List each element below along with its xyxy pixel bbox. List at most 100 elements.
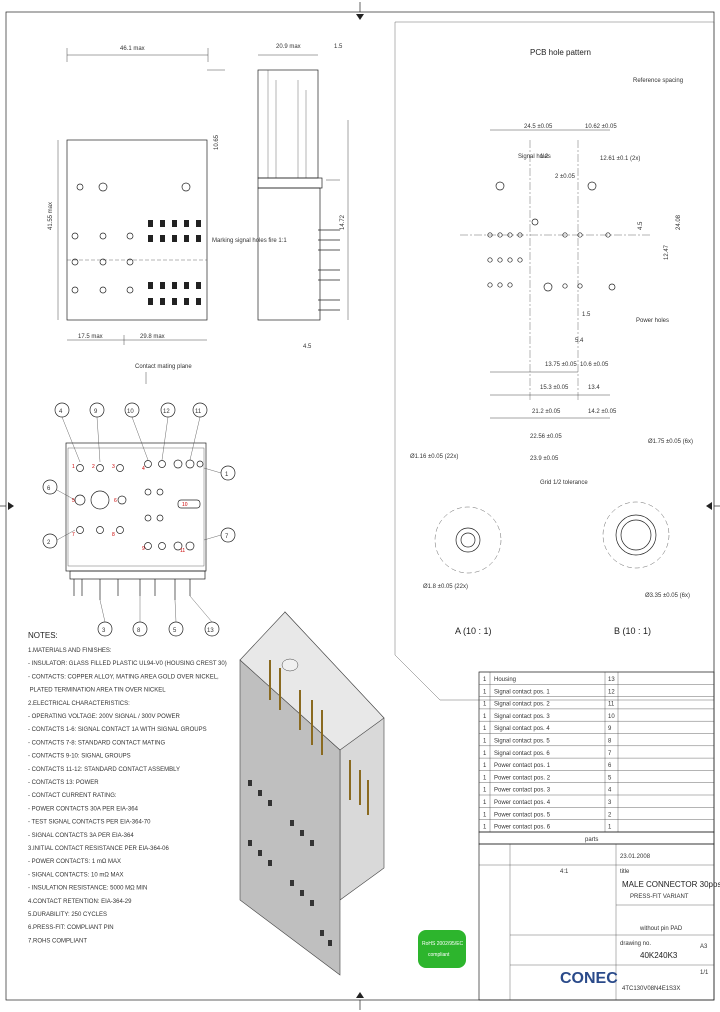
dim-1-5: 1.5 [334, 44, 343, 50]
note-line: 7.ROHS COMPLIANT [28, 938, 87, 944]
dim-14-72: 14.72 [340, 214, 346, 230]
note-line: - CONTACT CURRENT RATING: [28, 793, 117, 799]
parts-desc: Power contact pos. 4 [494, 800, 551, 806]
dim-22-56: 22.56 ±0.05 [530, 434, 562, 440]
parts-desc: Signal contact pos. 1 [494, 689, 550, 695]
dim-10-6: 10.6 ±0.05 [580, 362, 609, 368]
svg-text:5: 5 [72, 498, 75, 504]
parts-desc: Housing [494, 677, 516, 683]
svg-text:1: 1 [72, 464, 75, 470]
drill-a1: Ø1.16 ±0.05 (22x) [410, 454, 458, 460]
dim-1-5b: 1.5 [582, 312, 591, 318]
parts-pos: 3 [608, 800, 612, 806]
subtitle-2: without pin PAD [639, 926, 683, 932]
parts-desc: Signal contact pos. 2 [494, 702, 550, 708]
parts-qty: 1 [483, 689, 487, 695]
callout-11: 11 [189, 402, 208, 461]
parts-qty: 1 [483, 763, 487, 769]
parts-qty: 1 [483, 800, 487, 806]
svg-text:3: 3 [102, 628, 106, 634]
callout-3: 3 [97, 599, 113, 637]
note-line: 5.DURABILITY: 250 CYCLES [28, 912, 107, 918]
svg-text:11: 11 [180, 548, 185, 554]
svg-text:2: 2 [92, 464, 95, 470]
view-b-label: B (10 : 1) [614, 626, 651, 636]
note-line: - TEST SIGNAL CONTACTS PER EIA-364-70 [28, 820, 151, 826]
iso-view [239, 611, 385, 976]
svg-text:7: 7 [72, 532, 75, 538]
dim-1-2: 1.2 [540, 154, 549, 160]
parts-desc: Power contact pos. 2 [494, 775, 551, 781]
front-holes-top [76, 182, 191, 192]
detail-view-b: Ø1.75 ±0.05 (6x) Ø3.35 ±0.05 (6x) B (10 … [602, 439, 693, 636]
pcb-pattern-title: PCB hole pattern [530, 48, 591, 57]
signal-holes-label: Signal holes [518, 154, 551, 160]
callout-10: 10 [124, 402, 149, 461]
marking-note: Marking signal holes fire 1:1 [212, 238, 287, 244]
title: MALE CONNECTOR 30pos. [622, 880, 720, 889]
note-line: - CONTACTS 1-6: SIGNAL CONTACT 1A WITH S… [28, 727, 207, 733]
callout-12: 12 [160, 402, 176, 461]
arrow-top [356, 14, 364, 20]
drill-b2: Ø3.35 ±0.05 (6x) [645, 593, 690, 599]
svg-text:1: 1 [225, 472, 229, 478]
dim-2: 2 ±0.05 [555, 174, 576, 180]
parts-pos: 10 [608, 714, 615, 720]
scale: 4:1 [560, 869, 569, 875]
note-line: - POWER CONTACTS 30A PER EIA-364 [28, 806, 139, 812]
dim-41-55: 41.55 max [48, 202, 54, 230]
callout-7: 7 [203, 527, 236, 543]
arrow-bottom [356, 992, 364, 998]
svg-text:9: 9 [94, 409, 98, 415]
title-block: 23.01.2008 title MALE CONNECTOR 30pos. P… [478, 843, 720, 1001]
dim-24-08: 24.08 [676, 214, 682, 230]
svg-text:4: 4 [142, 466, 145, 472]
dim-4-5: 4.5 [303, 344, 312, 350]
parts-header: parts [585, 837, 598, 843]
svg-text:10: 10 [127, 409, 134, 415]
dim-10-62: 10.62 ±0.05 [585, 124, 617, 130]
company-logo: CONEC [560, 970, 618, 987]
dim-21-2: 21.2 ±0.05 [532, 409, 561, 415]
svg-text:6: 6 [47, 486, 51, 492]
svg-text:2: 2 [47, 540, 51, 546]
drawing-no: 40K240K3 [640, 951, 678, 960]
date: 23.01.2008 [620, 854, 651, 860]
svg-text:13: 13 [207, 628, 214, 634]
callout-2: 2 [42, 529, 76, 549]
parts-pos: 12 [608, 689, 615, 695]
note-line: - CONTACTS 13: POWER [28, 780, 99, 786]
rohs-badge: RoHS 2002/95/EC compliant [418, 930, 466, 968]
note-line: - CONTACTS 7-8: STANDARD CONTACT MATING [28, 740, 165, 746]
note-line: - CONTACTS: COPPER ALLOY, MATING AREA GO… [28, 674, 219, 680]
parts-desc: Power contact pos. 1 [494, 763, 551, 769]
subtitle: PRESS-FIT VARIANT [630, 894, 689, 900]
parts-qty: 1 [483, 714, 487, 720]
dim-46-1: 46.1 max [120, 46, 145, 52]
note-line: - OPERATING VOLTAGE: 200V SIGNAL / 300V … [28, 714, 180, 720]
note-line: - SIGNAL CONTACTS 3A PER EIA-364 [28, 833, 134, 839]
dim-10-65: 10.65 [214, 134, 220, 150]
front-view: 46.1 max 41.55 max 10.65 Marking signal … [48, 46, 287, 384]
dim-23-9: 23.9 ±0.05 [530, 456, 559, 462]
title-label: title [620, 869, 630, 875]
parts-pos: 13 [608, 677, 615, 683]
callout-4: 4 [54, 402, 81, 463]
dim-12-47: 12.47 [664, 244, 670, 260]
note-line: - CONTACTS 11-12: STANDARD CONTACT ASSEM… [28, 767, 180, 773]
notes-title: NOTES: [28, 631, 58, 640]
svg-text:10: 10 [182, 502, 188, 508]
note-line: 3.INITIAL CONTACT RESISTANCE PER EIA-364… [28, 846, 169, 852]
svg-text:8: 8 [112, 532, 115, 538]
parts-desc: Signal contact pos. 4 [494, 726, 550, 732]
svg-text:7: 7 [225, 534, 229, 540]
note-line: - INSULATION RESISTANCE: 5000 MΩ MIN [28, 886, 147, 892]
arrow-right [706, 502, 712, 510]
parts-desc: Signal contact pos. 3 [494, 714, 550, 720]
svg-text:6: 6 [114, 498, 117, 504]
